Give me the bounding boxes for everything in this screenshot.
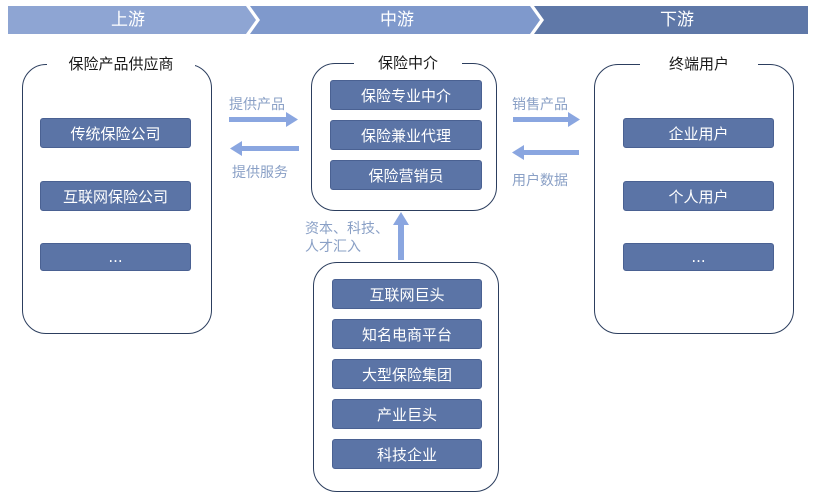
arrow-user-data <box>512 145 579 160</box>
label-user-data: 用户数据 <box>512 173 568 189</box>
label-provide-services: 提供服务 <box>232 165 288 181</box>
end-user-item-enterprise: 企业用户 <box>623 118 774 148</box>
stage-band-midstream <box>250 6 540 34</box>
end-users-title: 终端用户 <box>640 53 758 74</box>
label-inflow-line1: 资本、科技、 <box>305 221 389 237</box>
entrant-item-insurance-groups: 大型保险集团 <box>332 359 482 389</box>
entrant-item-industry-giants: 产业巨头 <box>332 399 482 429</box>
end-user-item-individual: 个人用户 <box>623 181 774 211</box>
supplier-item-traditional: 传统保险公司 <box>40 118 191 148</box>
suppliers-title: 保险产品供应商 <box>47 53 195 74</box>
stage-label-midstream: 中游 <box>380 10 414 30</box>
stage-band <box>8 6 808 34</box>
supplier-item-more: ... <box>40 243 191 271</box>
label-sales-products: 销售产品 <box>512 97 568 113</box>
stage-band-upstream <box>8 6 256 34</box>
arrow-provide-services <box>230 141 299 156</box>
label-provide-products: 提供产品 <box>229 97 285 113</box>
stage-label-upstream: 上游 <box>111 10 145 30</box>
intermediary-item-agent: 保险营销员 <box>330 160 482 190</box>
label-inflow-line2: 人才汇入 <box>305 239 361 255</box>
label-inflow: 资本、科技、 人才汇入 <box>305 220 405 256</box>
stage-band-downstream <box>534 6 808 34</box>
end-user-item-more: ... <box>623 243 774 271</box>
intermediary-item-professional: 保险专业中介 <box>330 80 482 110</box>
arrow-inflow-up <box>393 212 409 260</box>
entrant-item-ecommerce: 知名电商平台 <box>332 319 482 349</box>
arrow-provide-products <box>229 112 298 127</box>
intermediaries-title: 保险中介 <box>354 52 462 73</box>
arrow-sales-products <box>513 112 580 127</box>
supplier-item-internet: 互联网保险公司 <box>40 181 191 211</box>
entrant-item-internet-giants: 互联网巨头 <box>332 279 482 309</box>
stage-label-downstream: 下游 <box>660 10 694 30</box>
intermediary-item-parttime: 保险兼业代理 <box>330 120 482 150</box>
entrant-item-tech-companies: 科技企业 <box>332 439 482 469</box>
